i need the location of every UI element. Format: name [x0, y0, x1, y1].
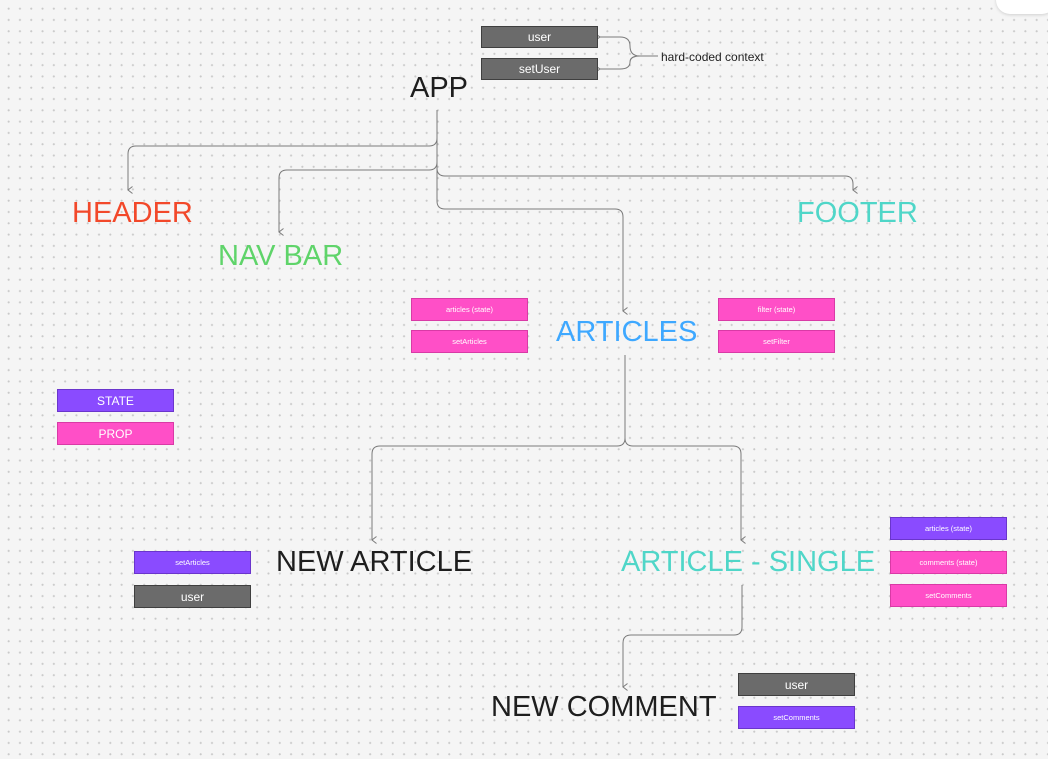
- node-header: HEADER: [72, 197, 193, 229]
- new-comment-user-tag: user: [738, 673, 855, 696]
- edge-context-user: [594, 33, 658, 57]
- edge-context-setuser: [594, 55, 658, 73]
- node-app: APP: [410, 72, 469, 104]
- node-article-single: ARTICLE - SINGLE: [621, 546, 876, 578]
- new-article-user-tag: user: [134, 585, 251, 608]
- new-article-setarticles-tag: setArticles: [134, 551, 251, 574]
- legend-state-tag: STATE: [57, 389, 174, 412]
- edge-app-navbar: [278, 110, 438, 236]
- set-articles-tag: setArticles: [411, 330, 528, 353]
- filter-state-tag: filter (state): [718, 298, 835, 321]
- avatar-badge[interactable]: [996, 0, 1048, 14]
- context-setuser-tag: setUser: [481, 58, 598, 80]
- single-comments-state-tag: comments (state): [890, 551, 1007, 574]
- node-new-article: NEW ARTICLE: [276, 546, 473, 578]
- context-note: hard-coded context: [661, 50, 764, 64]
- edge-articles-newarticle: [371, 355, 626, 544]
- edge-single-newcomment: [622, 585, 743, 691]
- edge-app-header: [127, 110, 438, 194]
- edge-app-articles: [436, 110, 628, 315]
- context-user-tag: user: [481, 26, 598, 48]
- legend-prop-tag: PROP: [57, 422, 174, 445]
- articles-state-tag: articles (state): [411, 298, 528, 321]
- node-nav-bar: NAV BAR: [218, 240, 344, 272]
- new-comment-set-comments-tag: setComments: [738, 706, 855, 729]
- edge-app-footer: [436, 110, 858, 194]
- node-new-comment: NEW COMMENT: [491, 691, 717, 723]
- set-filter-tag: setFilter: [718, 330, 835, 353]
- node-articles: ARTICLES: [556, 316, 698, 348]
- single-set-comments-tag: setComments: [890, 584, 1007, 607]
- single-articles-state-tag: articles (state): [890, 517, 1007, 540]
- node-footer: FOOTER: [797, 197, 918, 229]
- edge-articles-single: [624, 437, 746, 544]
